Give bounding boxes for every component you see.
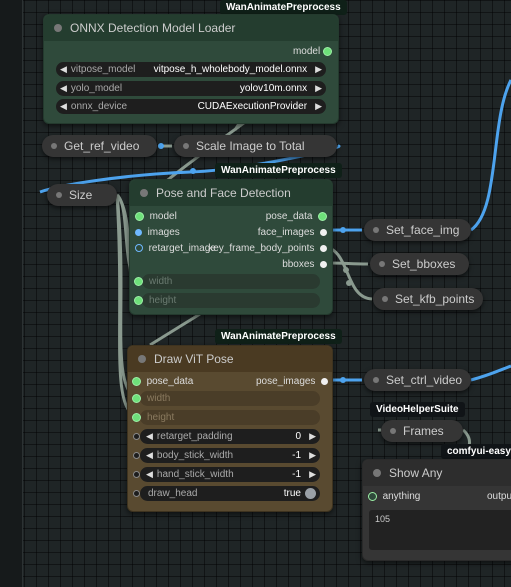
draw-vit-output-pose-images[interactable]: pose_images xyxy=(256,374,328,388)
wire-face-out xyxy=(470,79,511,232)
arrow-right-icon[interactable]: ▶ xyxy=(315,101,322,111)
input-dot-icon[interactable] xyxy=(132,394,141,403)
input-dot-icon[interactable] xyxy=(135,211,144,221)
pose-face-input-retarget[interactable]: retarget_image xyxy=(135,241,216,255)
input-dot-icon[interactable] xyxy=(368,491,377,501)
output-dot-icon[interactable] xyxy=(320,260,327,268)
input-dot-icon[interactable] xyxy=(134,277,143,286)
set-bboxes-node[interactable]: Set_bboxes xyxy=(370,253,469,275)
scale-image-node[interactable]: Scale Image to Total xyxy=(174,135,337,157)
frames-node[interactable]: Frames xyxy=(381,420,463,442)
arrow-left-icon[interactable]: ◀ xyxy=(60,101,67,111)
pose-face-title: Pose and Face Detection xyxy=(156,186,291,200)
collapse-dot-icon[interactable] xyxy=(382,296,388,302)
set-kfb-points-node[interactable]: Set_kfb_points xyxy=(373,288,483,310)
collapse-dot-icon[interactable] xyxy=(373,469,381,477)
output-dot-icon[interactable] xyxy=(323,46,332,56)
body-stick-width-stepper[interactable]: ◀ body_stick_width -1 ▶ xyxy=(133,448,320,463)
draw-vit-input-pose-data[interactable]: pose_data xyxy=(132,374,193,388)
input-dot-icon[interactable] xyxy=(132,413,141,422)
input-dot-icon[interactable] xyxy=(132,376,141,386)
arrow-right-icon[interactable]: ▶ xyxy=(315,64,322,74)
show-any-title: Show Any xyxy=(389,466,443,480)
pose-face-output-kfb[interactable]: key_frame_body_points xyxy=(208,241,327,255)
collapse-dot-icon[interactable] xyxy=(51,143,57,149)
onnx-loader-title: ONNX Detection Model Loader xyxy=(70,21,236,35)
pose-face-node[interactable]: Pose and Face Detection model images ret… xyxy=(129,179,333,315)
show-any-output[interactable]: outpu xyxy=(487,490,511,502)
wire-pose-draw xyxy=(149,312,201,347)
arrow-left-icon[interactable]: ◀ xyxy=(146,431,153,441)
vitpose-model-select[interactable]: ◀ vitpose_model vitpose_h_wholebody_mode… xyxy=(56,62,326,77)
set-face-img-node[interactable]: Set_face_img xyxy=(364,219,471,241)
collapse-dot-icon[interactable] xyxy=(390,428,396,434)
set-ctrl-video-node[interactable]: Set_ctrl_video xyxy=(364,369,471,391)
input-dot-icon[interactable] xyxy=(133,433,140,440)
input-dot-icon[interactable] xyxy=(135,244,143,252)
onnx-loader-node[interactable]: ONNX Detection Model Loader model ◀ vitp… xyxy=(43,14,339,124)
pose-face-input-model[interactable]: model xyxy=(135,209,177,223)
input-dot-icon[interactable] xyxy=(133,471,140,478)
output-dot-icon[interactable] xyxy=(321,377,328,385)
draw-vit-title-bar[interactable]: Draw ViT Pose xyxy=(128,346,332,372)
show-any-text-display[interactable]: 105 xyxy=(369,510,511,550)
pose-face-output-face-images[interactable]: face_images xyxy=(258,225,327,239)
show-any-title-bar[interactable]: Show Any xyxy=(363,460,511,486)
pose-face-output-pose-data[interactable]: pose_data xyxy=(266,209,327,223)
toggle-knob-icon[interactable] xyxy=(305,488,316,499)
show-any-badge: comfyui-easy-u xyxy=(441,444,511,459)
arrow-right-icon[interactable]: ▶ xyxy=(309,469,316,479)
frames-badge: VideoHelperSuite xyxy=(370,402,465,417)
arrow-left-icon[interactable]: ◀ xyxy=(60,83,67,93)
pose-face-width-widget[interactable]: width xyxy=(134,274,320,289)
output-dot-icon[interactable] xyxy=(320,228,327,236)
onnx-loader-badge: WanAnimatePreprocess xyxy=(220,0,347,15)
arrow-right-icon[interactable]: ▶ xyxy=(309,450,316,460)
size-node[interactable]: Size xyxy=(47,184,117,206)
draw-vit-title: Draw ViT Pose xyxy=(154,352,234,366)
get-ref-video-node[interactable]: Get_ref_video xyxy=(42,135,157,157)
collapse-dot-icon[interactable] xyxy=(183,143,189,149)
arrow-right-icon[interactable]: ▶ xyxy=(315,83,322,93)
arrow-left-icon[interactable]: ◀ xyxy=(146,450,153,460)
pose-face-output-bboxes[interactable]: bboxes xyxy=(282,257,327,271)
arrow-right-icon[interactable]: ▶ xyxy=(309,431,316,441)
wire-ctrl-out xyxy=(470,364,511,382)
output-dot-icon[interactable] xyxy=(318,211,327,221)
collapse-dot-icon[interactable] xyxy=(54,24,62,32)
retarget-padding-stepper[interactable]: ◀ retarget_padding 0 ▶ xyxy=(133,429,320,444)
collapse-dot-icon[interactable] xyxy=(379,261,385,267)
yolo-model-select[interactable]: ◀ yolo_model yolov10m.onnx ▶ xyxy=(56,81,326,96)
pose-face-title-bar[interactable]: Pose and Face Detection xyxy=(130,180,332,206)
output-dot-icon[interactable] xyxy=(320,244,327,252)
collapse-dot-icon[interactable] xyxy=(56,192,62,198)
onnx-device-select[interactable]: ◀ onnx_device CUDAExecutionProvider ▶ xyxy=(56,99,326,114)
collapse-dot-icon[interactable] xyxy=(140,189,148,197)
onnx-loader-title-bar[interactable]: ONNX Detection Model Loader xyxy=(44,15,338,41)
draw-head-toggle[interactable]: draw_head true xyxy=(133,486,320,501)
canvas-left-strip xyxy=(0,0,23,587)
draw-vit-height-widget[interactable]: height xyxy=(132,410,320,425)
input-dot-icon[interactable] xyxy=(135,228,142,236)
show-any-node[interactable]: Show Any anything outpu 105 xyxy=(362,459,511,561)
pose-face-badge: WanAnimatePreprocess xyxy=(215,163,342,178)
arrow-left-icon[interactable]: ◀ xyxy=(60,64,67,74)
input-dot-icon[interactable] xyxy=(133,452,140,459)
arrow-left-icon[interactable]: ◀ xyxy=(146,469,153,479)
pose-face-height-widget[interactable]: height xyxy=(134,293,320,308)
hand-stick-width-stepper[interactable]: ◀ hand_stick_width -1 ▶ xyxy=(133,467,320,482)
draw-vit-node[interactable]: Draw ViT Pose pose_data pose_images widt… xyxy=(127,345,333,512)
show-any-input-anything[interactable]: anything xyxy=(368,489,420,503)
collapse-dot-icon[interactable] xyxy=(138,355,146,363)
collapse-dot-icon[interactable] xyxy=(373,227,379,233)
collapse-dot-icon[interactable] xyxy=(373,377,379,383)
pose-face-input-images[interactable]: images xyxy=(135,225,180,239)
input-dot-icon[interactable] xyxy=(134,296,143,305)
draw-vit-badge: WanAnimatePreprocess xyxy=(215,329,342,344)
draw-vit-width-widget[interactable]: width xyxy=(132,391,320,406)
onnx-loader-output-model[interactable]: model xyxy=(293,44,332,58)
input-dot-icon[interactable] xyxy=(133,490,140,497)
